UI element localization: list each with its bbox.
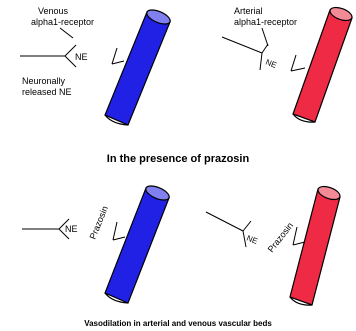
ne-label-arterial-blocked: NE bbox=[245, 234, 259, 247]
arterial-nerve-fiber bbox=[222, 37, 262, 53]
arterial-panel-bottom: NE Prazosin bbox=[206, 184, 342, 305]
arterial-label-line2: alpha1-receptor bbox=[234, 17, 297, 27]
arterial-pointer-line bbox=[262, 28, 268, 46]
arterial-receptor-arm bbox=[291, 68, 305, 71]
source-label-line2: released NE bbox=[22, 87, 72, 97]
arterial-synapse-arm-upper bbox=[262, 44, 268, 53]
venous-vessel-body-bottom bbox=[105, 188, 169, 303]
prazosin-label-arterial: Prazosin bbox=[266, 220, 295, 254]
arterial-receptor-stem-bottom bbox=[293, 227, 297, 245]
venous-receptor-arm bbox=[112, 61, 124, 64]
arterial-vessel-body bbox=[293, 10, 352, 122]
venous-receptor-stem-bottom bbox=[113, 222, 117, 240]
venous-receptor-stem bbox=[112, 48, 117, 64]
venous-panel-top: Venous alpha1-receptor NE Neuronally rel… bbox=[20, 6, 172, 125]
ne-label-venous-blocked: NE bbox=[65, 224, 78, 234]
venous-panel-bottom: NE Prazosin bbox=[22, 183, 171, 303]
venous-label-line2: alpha1-receptor bbox=[31, 17, 94, 27]
source-label-line1: Neuronally bbox=[22, 76, 66, 86]
prazosin-label-venous: Prazosin bbox=[88, 205, 110, 241]
section-caption: In the presence of prazosin bbox=[107, 153, 250, 165]
arterial-receptor-stem bbox=[291, 55, 296, 71]
ne-label-venous: NE bbox=[75, 52, 88, 62]
ne-label-arterial: NE bbox=[264, 58, 278, 71]
venous-label-line1: Venous bbox=[38, 6, 69, 16]
arterial-panel-top: Arterial alpha1-receptor NE bbox=[222, 5, 354, 122]
arterial-synapse-arm-lower bbox=[260, 53, 262, 70]
footer-caption: Vasodilation in arterial and venous vasc… bbox=[84, 319, 272, 328]
bottom-arterial-synapse-arm-upper bbox=[243, 221, 251, 231]
arterial-vessel-body-bottom bbox=[290, 189, 340, 305]
arterial-label-line1: Arterial bbox=[234, 6, 263, 16]
bottom-arterial-nerve-fiber bbox=[206, 212, 243, 231]
venous-vessel-body bbox=[105, 12, 170, 125]
venous-pointer-line bbox=[60, 28, 73, 38]
venous-receptor-arm-bottom bbox=[113, 237, 125, 240]
